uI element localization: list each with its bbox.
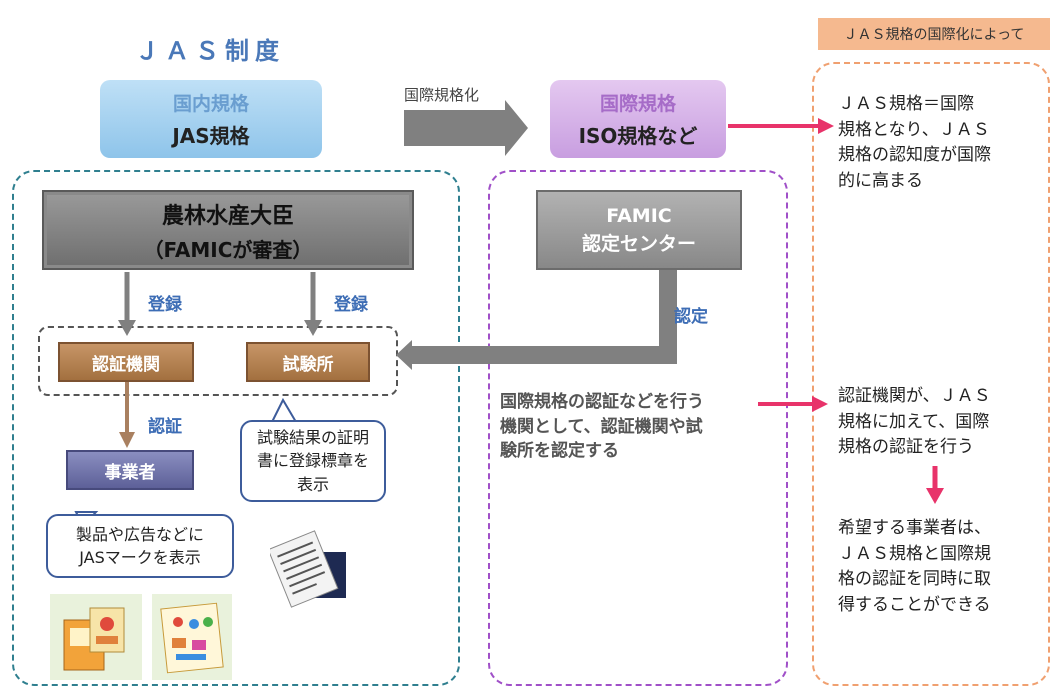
effect1-line1: ＪＡＳ規格＝国際 [838,94,974,114]
certification-arrow [119,432,135,448]
effect2-line1: 認証機関が、ＪＡＳ [838,386,991,406]
international-standard-box: 国際規格 ISO規格など [550,80,726,158]
internationalization-label: 国際規格化 [404,86,480,104]
accreditation-arrow-head [396,340,412,370]
internationalization-arrow [404,100,528,156]
jas-system-title: ＪＡＳ制度 [135,36,285,65]
effect-simultaneous-acquisition: 希望する事業者は、 ＪＡＳ規格と国際規 格の認証を同時に取 得することができる [838,516,1046,618]
test-lab-callout-line3: 表示 [296,474,329,494]
famic-box: FAMIC 認定センター [536,190,742,270]
effect2-arrow-head [812,396,828,412]
minister-subtitle: （FAMICが審査） [143,237,313,262]
domestic-standard-subtitle: JAS規格 [172,124,250,148]
effect3-line2: ＪＡＳ規格と国際規 [838,543,991,564]
international-standard-title: 国際規格 [599,93,676,115]
minister-region [12,170,460,686]
registered-bodies-group [38,326,398,396]
product-package-icon [50,594,142,680]
effect-dual-certification: 認証機関が、ＪＡＳ 規格に加えて、国際 規格の認証を行う [838,384,1046,461]
famic-description: 国際規格の認証などを行う 機関として、認証機関や試 験所を認定する [500,390,770,464]
effect1-arrow-head [818,118,834,134]
product-poster-icon [152,594,232,680]
effect2-line3: 規格の認証を行う [838,437,974,457]
effect1-line2: 規格となり、ＪＡＳ [838,119,990,140]
international-standard-subtitle: ISO規格など [578,124,698,148]
certification-body-box: 認証機関 [58,342,194,382]
effect2-line2: 規格に加えて、国際 [838,411,990,432]
accreditation-label: 認定 [674,307,708,327]
famic-region [488,170,788,686]
business-callout-line2: JASマークを表示 [79,548,201,567]
certification-label: 認証 [148,417,182,437]
certificate-icon [270,530,350,610]
effect3-line1: 希望する事業者は、 [838,518,991,538]
effect3-line4: 得することができる [838,594,991,615]
famic-description-line3: 験所を認定する [500,441,619,462]
business-operator-box: 事業者 [66,450,194,490]
registration-arrow-right [304,320,322,336]
effects-region [812,62,1050,686]
minister-box: 農林水産大臣 （FAMICが審査） [42,190,414,270]
minister-title: 農林水産大臣 [161,203,294,229]
famic-description-line2: 機関として、認証機関や試 [500,416,703,437]
internationalization-banner: ＪＡＳ規格の国際化によって [818,18,1050,50]
registration-arrow-left [118,320,136,336]
effect1-line3: 規格の認知度が国際 [838,145,991,165]
test-lab-callout-line2: 書に登録標章を [256,451,369,471]
registration-label-right: 登録 [334,295,368,315]
domestic-standard-title: 国内規格 [172,93,249,115]
accreditation-arrow-path [410,270,677,364]
effect3-line3: 格の認証を同時に取 [838,569,991,589]
effect-international-recognition: ＪＡＳ規格＝国際 規格となり、ＪＡＳ 規格の認知度が国際 的に高まる [838,92,1046,194]
registration-label-left: 登録 [148,295,182,315]
domestic-standard-box: 国内規格 JAS規格 [100,80,322,158]
effect3-arrow-head [926,488,944,504]
test-lab-callout-line1: 試験結果の証明 [256,428,369,448]
famic-title: FAMIC [606,204,672,227]
test-lab-box: 試験所 [246,342,370,382]
famic-description-line1: 国際規格の認証などを行う [500,392,704,412]
effect1-line4: 的に高まる [838,170,923,191]
business-callout: 製品や広告などに JASマークを表示 [46,514,234,578]
test-lab-callout-pointer [270,397,298,423]
business-callout-line1: 製品や広告などに [75,524,204,544]
famic-subtitle: 認定センター [581,232,696,255]
test-lab-callout: 試験結果の証明 書に登録標章を 表示 [240,420,386,502]
